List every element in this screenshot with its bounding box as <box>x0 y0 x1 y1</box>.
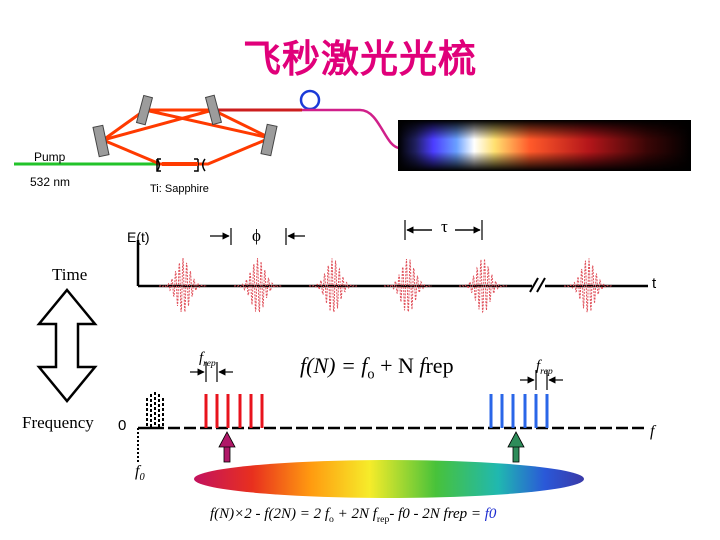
cavity-beam-cross <box>103 110 213 140</box>
time-label: Time <box>52 265 87 285</box>
fiber-loop <box>301 91 319 109</box>
fiber-output <box>302 110 400 148</box>
frep-label-right: frep <box>536 358 553 377</box>
zero-label: 0 <box>118 417 126 434</box>
wavelength-label: 532 nm <box>30 175 70 189</box>
frequency-axis-label: f <box>650 423 654 441</box>
ti-sapphire-crystal <box>162 162 198 166</box>
mirror <box>261 124 277 155</box>
spectrum-envelope <box>194 460 584 498</box>
frequency-axis <box>138 392 648 462</box>
offset-label: f0 <box>135 463 145 483</box>
frep-label-left: frep <box>199 350 216 369</box>
pump-label: Pump <box>34 150 65 164</box>
spectrum-image <box>398 120 691 171</box>
time-axis-label: t <box>652 275 656 292</box>
time-frequency-arrow <box>39 290 95 401</box>
offset-result: f0 <box>485 506 497 522</box>
period-symbol: τ <box>441 217 448 237</box>
time-axis <box>138 240 648 292</box>
frequency-label: Frequency <box>22 413 94 433</box>
fiber <box>301 91 400 148</box>
doubling-arrow <box>219 432 235 462</box>
comb-lines-red <box>206 394 262 428</box>
page-title: 飞秒激光光梳 <box>0 28 720 83</box>
comb-lines-blue <box>491 394 547 428</box>
phase-symbol: ϕ <box>252 226 261 246</box>
mirror <box>93 125 109 156</box>
field-label: E(t) <box>127 229 150 245</box>
self-referencing-equation: f(N)×2 - f(2N) = 2 fo + 2N frep- f0 - 2N… <box>210 506 496 525</box>
reference-arrow <box>508 432 524 462</box>
crystal-label: Ti: Sapphire <box>150 183 209 195</box>
comb-equation: f(N) = fo + N frep <box>300 353 454 383</box>
